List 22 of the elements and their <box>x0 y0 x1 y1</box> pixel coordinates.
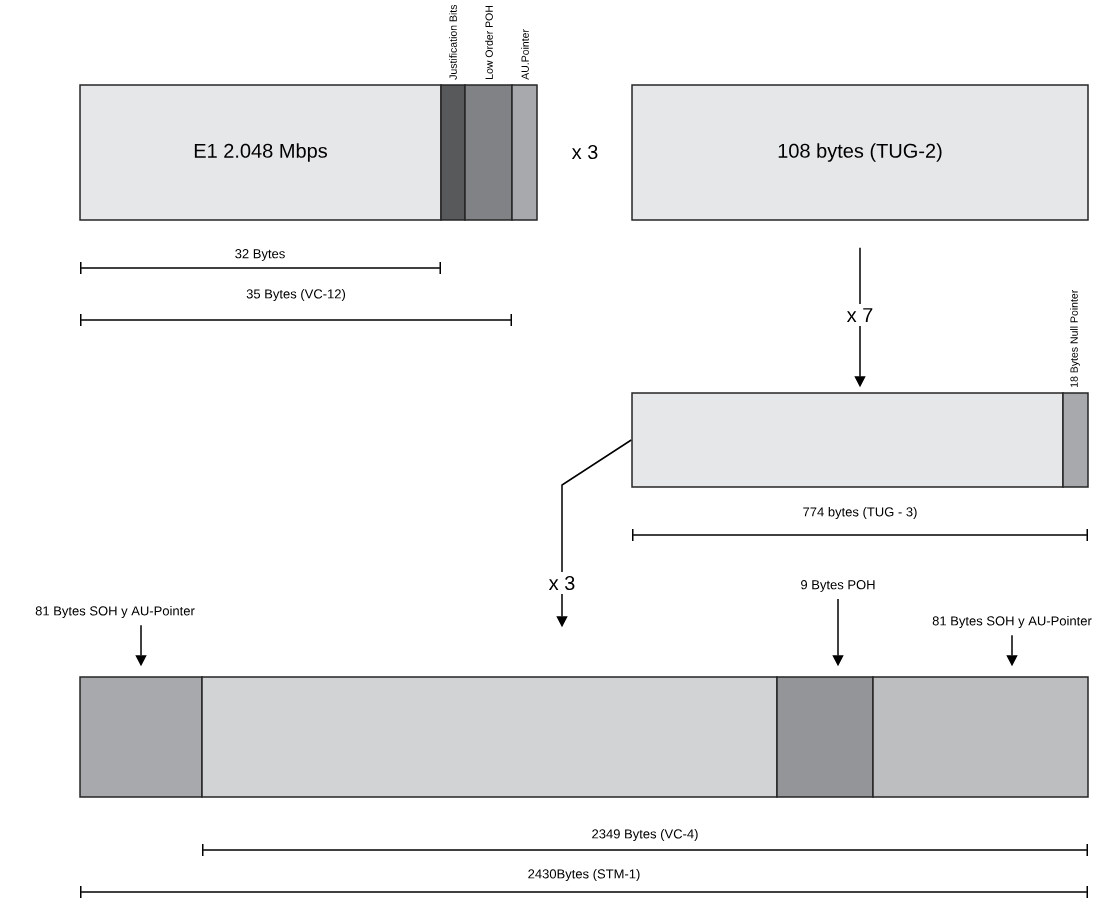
vertical-label: AU.Pointer <box>521 29 529 80</box>
frame-box <box>872 676 1089 798</box>
dimension-label: 32 Bytes <box>235 249 285 261</box>
dimension-label: 2430Bytes (STM-1) <box>528 868 640 882</box>
frame-box: 108 bytes (TUG-2) <box>631 84 1089 221</box>
callout-text: 81 Bytes SOH y AU-Pointer <box>932 615 1092 629</box>
vertical-label: Low Order POH <box>485 6 493 79</box>
vertical-label: Justification Bits <box>449 4 457 80</box>
callout-text: 81 Bytes SOH y AU-Pointer <box>35 605 195 619</box>
edge-label: x 7 <box>842 304 878 326</box>
segment-box <box>776 676 874 798</box>
dimension-label: 2349 Bytes (VC-4) <box>592 828 698 842</box>
dimension-label: 774 bytes (TUG - 3) <box>803 506 917 520</box>
frame-box <box>631 392 1064 488</box>
dimension-label: 35 Bytes (VC-12) <box>246 288 346 302</box>
vertical-label: 18 Bytes Null Pointer <box>1070 289 1080 387</box>
frame-box <box>201 676 778 798</box>
frame-box: E1 2.048 Mbps <box>79 84 442 221</box>
segment-box <box>79 676 203 798</box>
dimension-label: x 3 <box>571 144 598 160</box>
edge-label: x 3 <box>544 571 580 595</box>
callout-text: 9 Bytes POH <box>801 580 875 592</box>
